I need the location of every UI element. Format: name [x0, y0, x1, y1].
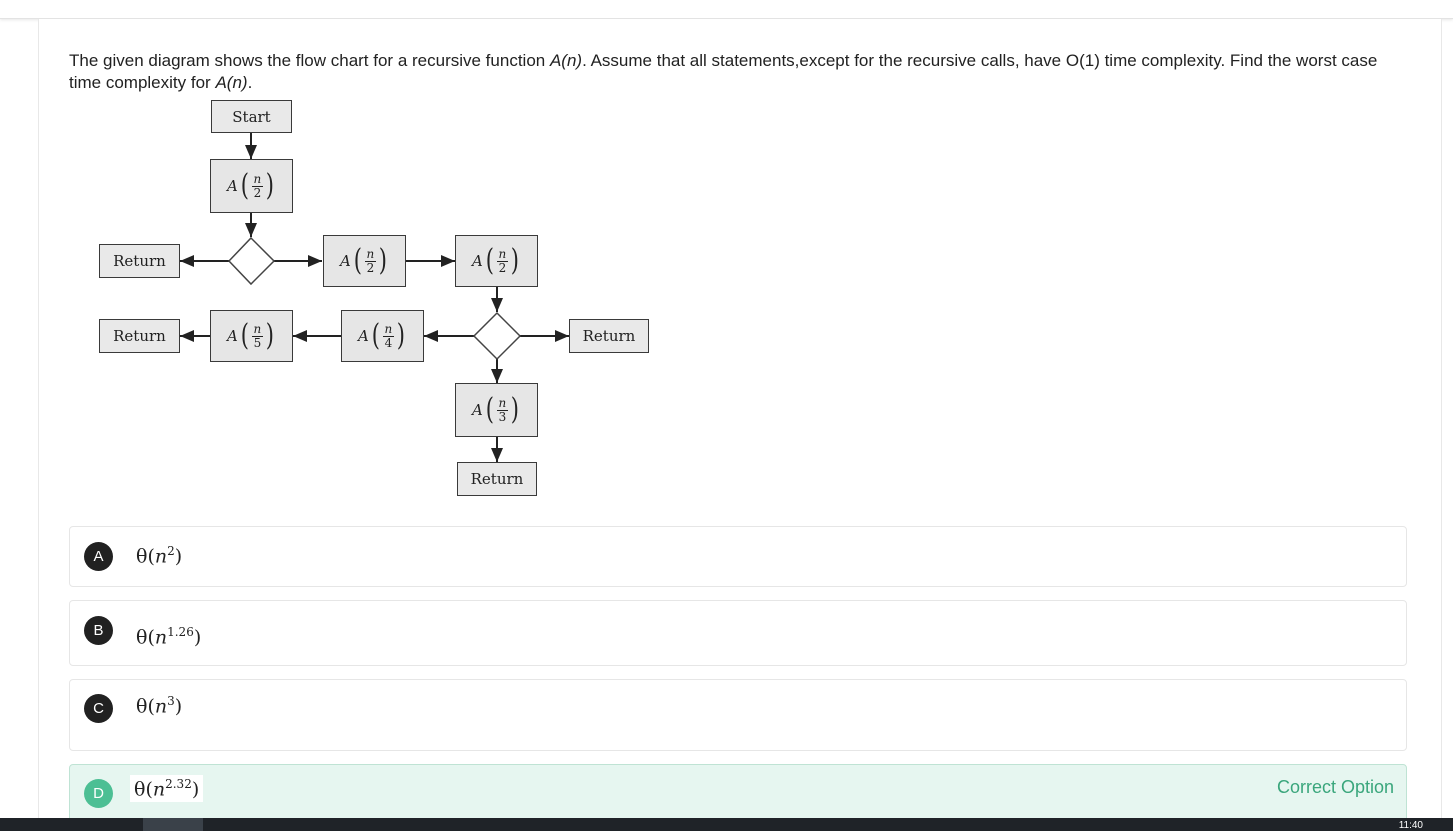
return-node: Return [569, 319, 649, 353]
question-text: The given diagram shows the flow chart f… [69, 51, 1378, 92]
return-node: Return [457, 462, 537, 496]
option-d[interactable]: D θ(n2.32) Correct Option [69, 764, 1407, 824]
option-badge-b: B [84, 616, 113, 645]
option-b[interactable]: B θ(n1.26) [69, 600, 1407, 666]
option-c[interactable]: C θ(n3) [69, 679, 1407, 751]
function-name: A(n) [549, 51, 583, 70]
option-d-text: θ(n2.32) [130, 775, 204, 803]
taskbar-active-app[interactable] [143, 818, 203, 831]
function-name: A(n) [215, 73, 248, 92]
return-node: Return [99, 244, 180, 278]
decision-diamond [472, 311, 522, 361]
option-a-text: θ(n2) [136, 544, 183, 568]
correct-option-label: Correct Option [1276, 777, 1394, 797]
option-badge-c: C [84, 694, 113, 723]
top-bar [0, 0, 1453, 19]
option-b-text: θ(n1.26) [136, 625, 202, 649]
option-a[interactable]: A θ(n2) [69, 526, 1407, 587]
option-badge-a: A [84, 542, 113, 571]
taskbar: 11:40 [0, 818, 1453, 831]
taskbar-clock: 11:40 [1398, 820, 1423, 831]
return-node: Return [99, 319, 180, 353]
option-badge-d: D [84, 779, 113, 808]
option-c-text: θ(n3) [136, 694, 183, 718]
flow-chart-connectors [180, 133, 569, 462]
start-node: Start [211, 100, 292, 133]
decision-diamond [227, 236, 276, 286]
